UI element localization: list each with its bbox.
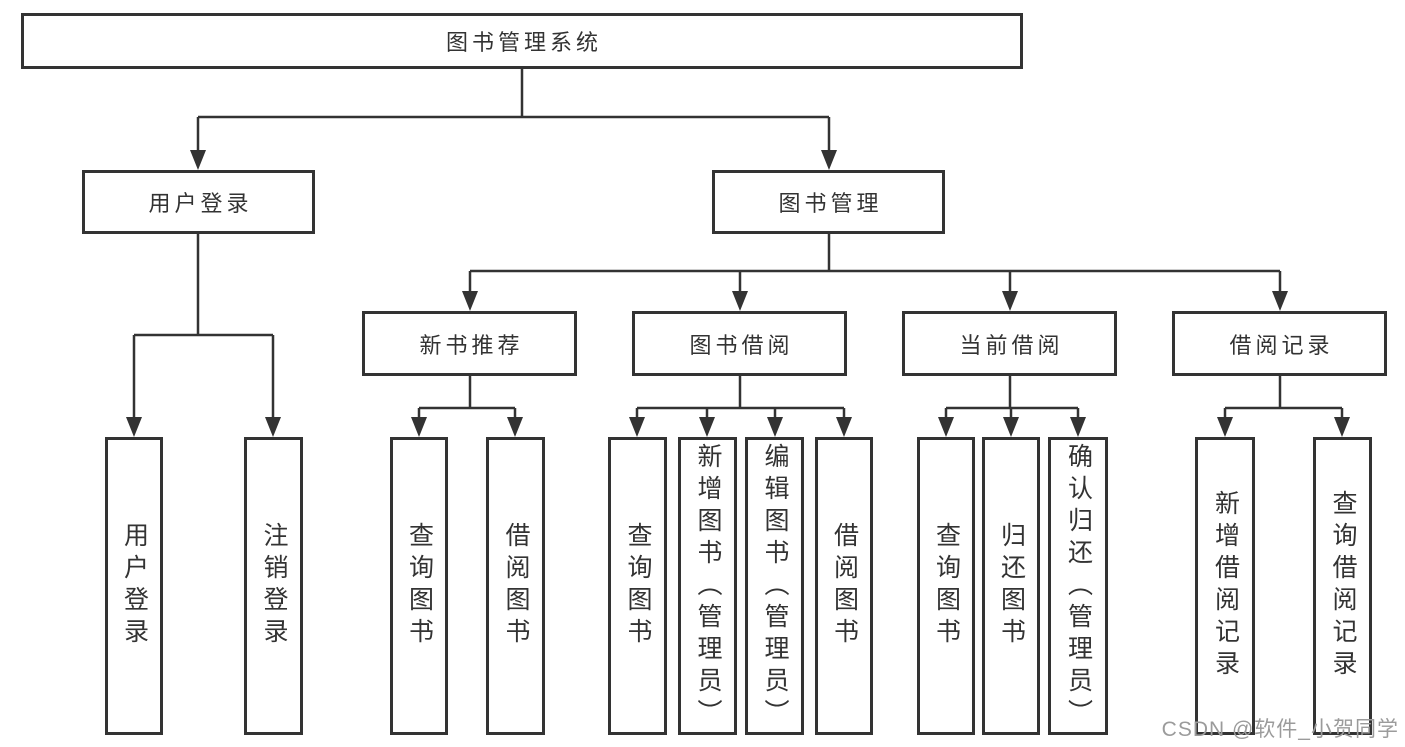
leaf-borrowing-borrow-book: 借阅图书 [815, 437, 873, 735]
leaf-records-query-record: 查询借阅记录 [1313, 437, 1372, 735]
leaf-logout-label: 注销登录 [260, 522, 288, 650]
node-current-borrowing: 当前借阅 [902, 311, 1117, 376]
leaf-records-query-record-label: 查询借阅记录 [1329, 490, 1357, 682]
leaf-current-query-book-label: 查询图书 [932, 522, 961, 650]
leaf-current-confirm-return-admin-label: 确认归还（管理员） [1064, 443, 1093, 731]
node-book-management-label: 图书管理 [778, 191, 883, 216]
leaf-borrowing-add-book-admin-label: 新增图书（管理员） [694, 443, 722, 731]
node-borrowing-records: 借阅记录 [1172, 311, 1387, 376]
leaf-current-return-book-label: 归还图书 [997, 522, 1026, 650]
node-current-borrowing-label: 当前借阅 [959, 332, 1064, 358]
leaf-borrowing-borrow-book-label: 借阅图书 [830, 522, 859, 650]
csdn-watermark: CSDN @软件_小贺同学 [1161, 718, 1399, 741]
leaf-borrowing-edit-book-admin-label: 编辑图书（管理员） [761, 443, 789, 731]
leaf-borrowing-query-book: 查询图书 [608, 437, 667, 735]
leaf-logout: 注销登录 [244, 437, 303, 735]
leaf-recommend-query-book-label: 查询图书 [405, 522, 434, 650]
node-library-management-system-label: 图书管理系统 [445, 30, 602, 55]
leaf-borrowing-add-book-admin: 新增图书（管理员） [678, 437, 737, 735]
node-book-borrowing-label: 图书借阅 [689, 332, 794, 358]
leaf-recommend-query-book: 查询图书 [390, 437, 448, 735]
leaf-current-confirm-return-admin: 确认归还（管理员） [1048, 437, 1108, 735]
leaf-current-return-book: 归还图书 [982, 437, 1040, 735]
node-book-management: 图书管理 [712, 170, 945, 234]
node-borrowing-records-label: 借阅记录 [1229, 332, 1334, 358]
leaf-current-query-book: 查询图书 [917, 437, 975, 735]
node-book-borrowing: 图书借阅 [632, 311, 847, 376]
leaf-borrowing-query-book-label: 查询图书 [624, 522, 652, 650]
node-user-login: 用户登录 [82, 170, 315, 234]
node-library-management-system: 图书管理系统 [21, 13, 1023, 69]
node-new-book-recommend-label: 新书推荐 [419, 332, 524, 358]
connector-arrowheads [126, 150, 1350, 437]
leaf-user-login-label: 用户登录 [120, 522, 149, 650]
leaf-borrowing-edit-book-admin: 编辑图书（管理员） [745, 437, 804, 735]
leaf-records-add-record-label: 新增借阅记录 [1211, 490, 1240, 682]
node-new-book-recommend: 新书推荐 [362, 311, 577, 376]
leaf-records-add-record: 新增借阅记录 [1195, 437, 1255, 735]
leaf-user-login: 用户登录 [105, 437, 163, 735]
connector-paths [132, 69, 1344, 420]
leaf-recommend-borrow-book: 借阅图书 [486, 437, 545, 735]
leaf-recommend-borrow-book-label: 借阅图书 [502, 522, 530, 650]
node-user-login-label: 用户登录 [148, 191, 253, 216]
